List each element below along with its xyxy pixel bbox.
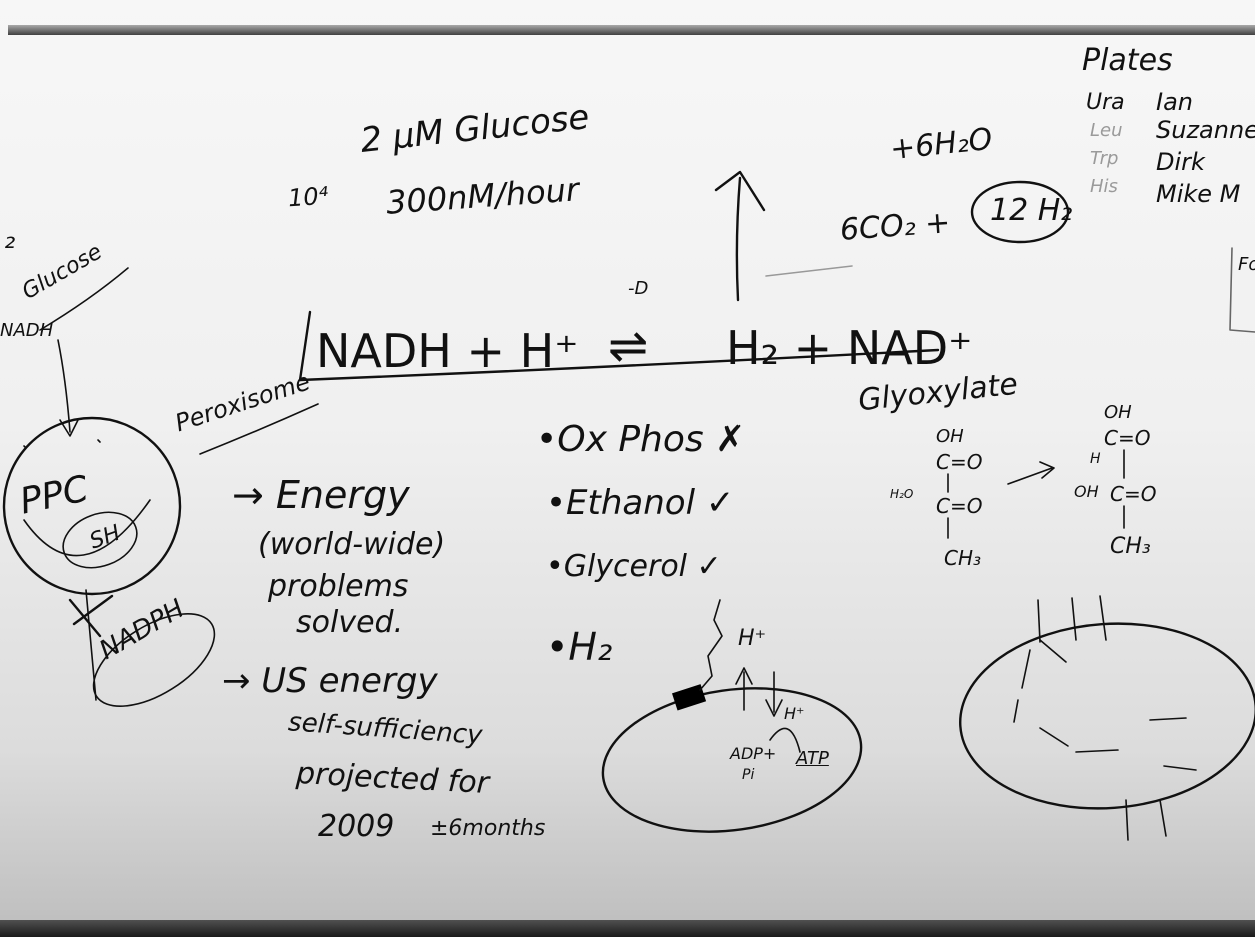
plates-strain-1: Ura <box>1086 90 1125 115</box>
flux-arrow-1 <box>1037 599 1041 643</box>
up-arrow-shaft <box>735 176 742 302</box>
nadph-blob <box>92 613 216 707</box>
plates-side-mark: Fo <box>1238 254 1255 275</box>
sh-circle <box>62 511 138 569</box>
energy-line-4: solved. <box>296 605 404 640</box>
glyoxylate-right-oh: OH <box>1104 402 1132 423</box>
plates-title: Plates <box>1082 43 1173 78</box>
equation-arrow: ⇌ <box>608 318 649 374</box>
flux-arrow-2 <box>1071 597 1077 641</box>
whiteboard-bottom-frame <box>0 920 1255 937</box>
mito-adp: ADP+ <box>730 744 777 763</box>
flux-arrow-4 <box>1039 639 1067 663</box>
mito-proton-out: H⁺ <box>738 626 767 651</box>
glyoxylate-left-c2: C=O <box>936 494 983 518</box>
pathway-item-3: •Glycerol ✓ <box>546 549 722 584</box>
pathway-item-2: •Ethanol ✓ <box>546 483 735 523</box>
plates-person-2: Suzanne <box>1156 116 1255 144</box>
forward-hint: -D <box>628 278 649 299</box>
proton-down-arrow <box>765 671 783 717</box>
plates-strain-4: His <box>1090 176 1118 197</box>
proton-up-arrow <box>735 667 753 711</box>
energy-line-1: → Energy <box>232 473 410 517</box>
mito-proton-in: H⁺ <box>784 704 805 723</box>
flux-arrow-10 <box>1163 765 1197 771</box>
flux-arrow-5 <box>1021 649 1031 689</box>
mito-atp: ATP <box>796 748 829 769</box>
flux-arrow-11 <box>1125 799 1129 841</box>
glyoxylate-left-h2o: H₂O <box>890 487 914 501</box>
plates-strain-3: Trp <box>1090 148 1119 169</box>
hydrogen-product: 12 H₂ <box>990 193 1073 228</box>
cell-stem-cross <box>68 594 114 638</box>
hydrogen-circle <box>970 180 1070 244</box>
glyoxylate-right-c2: C=O <box>1110 482 1157 506</box>
right-cell-outline <box>959 622 1255 810</box>
glyoxylate-right-ch3: CH₃ <box>1110 534 1151 559</box>
energy-line-3: problems <box>268 569 409 604</box>
plates-strain-2: Leu <box>1090 120 1123 141</box>
equation-right: H₂ + NAD⁺ <box>726 321 973 375</box>
plates-person-4: Mike M <box>1156 180 1241 208</box>
glyoxylate-arrow <box>1007 461 1055 485</box>
us-energy-margin: ±6months <box>430 816 546 841</box>
equation-left-bar <box>298 310 312 382</box>
us-energy-line-1: → US energy <box>222 661 438 701</box>
left-edge-mark: ₂ <box>4 222 16 255</box>
glucose-arrow <box>57 339 71 433</box>
co2-pointer-line <box>765 265 853 277</box>
flux-arrow-7 <box>1039 727 1069 747</box>
glyoxylate-left-ch3: CH₃ <box>944 546 982 570</box>
plates-bracket <box>1229 247 1255 333</box>
peroxisome-underline <box>199 403 319 455</box>
nadh-label: NADH <box>0 320 54 341</box>
cell-stem <box>85 589 97 701</box>
flux-arrow-9 <box>1149 717 1187 721</box>
glyoxylate-right-h: H <box>1090 451 1101 467</box>
glucose-arrow-head <box>59 419 79 437</box>
flux-arrow-6 <box>1013 699 1019 723</box>
glucose-underline <box>39 267 129 331</box>
glyoxylate-left-c1: C=O <box>936 450 983 474</box>
electron-squiggle <box>699 599 723 691</box>
equation-left: NADH + H⁺ <box>316 324 579 378</box>
pathway-item-4: •H₂ <box>546 625 613 669</box>
energy-line-2: (world-wide) <box>258 527 446 562</box>
flux-arrow-3 <box>1099 595 1107 641</box>
glyoxylate-right-oh2: OH <box>1074 482 1099 501</box>
plates-person-3: Dirk <box>1156 148 1205 176</box>
flux-arrow-12 <box>1159 799 1167 837</box>
whiteboard-top-frame <box>8 25 1255 35</box>
equation-underline <box>298 348 940 382</box>
flux-arrow-8 <box>1075 749 1119 753</box>
plates-person-1: Ian <box>1156 88 1193 116</box>
glyoxylate-right-c1: C=O <box>1104 426 1151 450</box>
atp-synthase-box <box>672 684 707 711</box>
mito-pi: Pi <box>742 767 755 783</box>
proton-curve-arrow <box>769 727 801 753</box>
up-arrow-head <box>714 170 766 212</box>
cell-smile <box>23 499 151 557</box>
cell-eyes <box>23 439 101 449</box>
cell-outline <box>2 416 182 596</box>
glyoxylate-left-oh: OH <box>936 426 964 447</box>
mitochondrion-outline <box>601 687 863 833</box>
pathway-item-1: •Ox Phos ✗ <box>536 419 746 460</box>
us-energy-year: 2009 <box>318 809 395 844</box>
